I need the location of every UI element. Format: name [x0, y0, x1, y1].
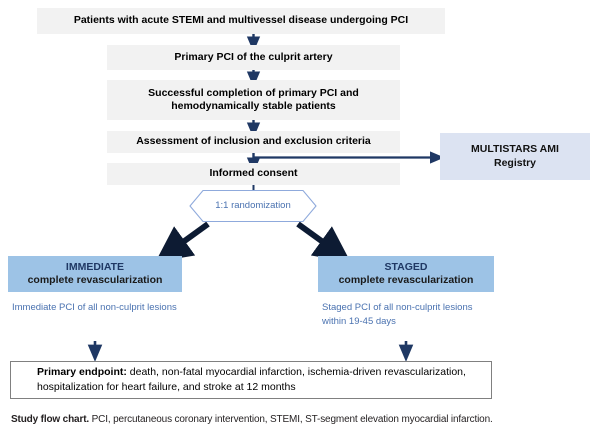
node-arm-immediate: IMMEDIATE complete revascularization	[8, 256, 182, 292]
arm-staged-detail-text: Staged PCI of all non-culprit lesions wi…	[322, 302, 473, 327]
node-arm-staged: STAGED complete revascularization	[318, 256, 494, 292]
randomization-label-text: 1:1 randomization	[215, 200, 291, 211]
arm-immediate-detail: Immediate PCI of all non-culprit lesions	[12, 301, 177, 315]
node-primary-pci: Primary PCI of the culprit artery	[107, 45, 400, 70]
node-assessment-criteria: Assessment of inclusion and exclusion cr…	[107, 131, 400, 153]
node-successful-completion-label: Successful completion of primary PCI and…	[148, 86, 359, 112]
arm-immediate-subtitle: complete revascularization	[27, 274, 163, 286]
figure-caption-title: Study flow chart.	[11, 414, 90, 425]
arm-staged-subtitle: complete revascularization	[338, 274, 474, 286]
arm-immediate-header: IMMEDIATE	[65, 260, 125, 273]
node-multistars-registry: MULTISTARS AMI Registry	[440, 133, 590, 180]
arm-immediate-detail-text: Immediate PCI of all non-culprit lesions	[12, 302, 177, 313]
node-enrollment-label: Patients with acute STEMI and multivesse…	[73, 14, 409, 27]
arrow-randomization-to-immediate	[155, 221, 210, 262]
node-primary-endpoint: Primary endpoint: death, non-fatal myoca…	[10, 361, 492, 399]
node-enrollment: Patients with acute STEMI and multivesse…	[37, 8, 445, 34]
randomization-label: 1:1 randomization	[190, 200, 316, 211]
node-primary-pci-label: Primary PCI of the culprit artery	[174, 50, 333, 63]
node-assessment-criteria-label: Assessment of inclusion and exclusion cr…	[136, 135, 371, 148]
node-informed-consent: Informed consent	[107, 163, 400, 185]
arm-staged-header: STAGED	[384, 260, 428, 273]
arrow-randomization-to-staged	[296, 221, 351, 262]
registry-line-2: Registry	[493, 156, 536, 169]
figure-caption-rest: PCI, percutaneous coronary intervention,…	[89, 414, 493, 425]
primary-endpoint-text: death, non-fatal myocardial infarction, …	[37, 365, 466, 393]
primary-endpoint-label: Primary endpoint:	[37, 365, 127, 378]
node-informed-consent-label: Informed consent	[209, 167, 298, 180]
arm-staged-detail: Staged PCI of all non-culprit lesions wi…	[322, 301, 490, 329]
registry-line-1: MULTISTARS AMI	[471, 143, 559, 156]
node-successful-completion: Successful completion of primary PCI and…	[107, 80, 400, 120]
figure-caption: Study flow chart. PCI, percutaneous coro…	[11, 414, 493, 425]
